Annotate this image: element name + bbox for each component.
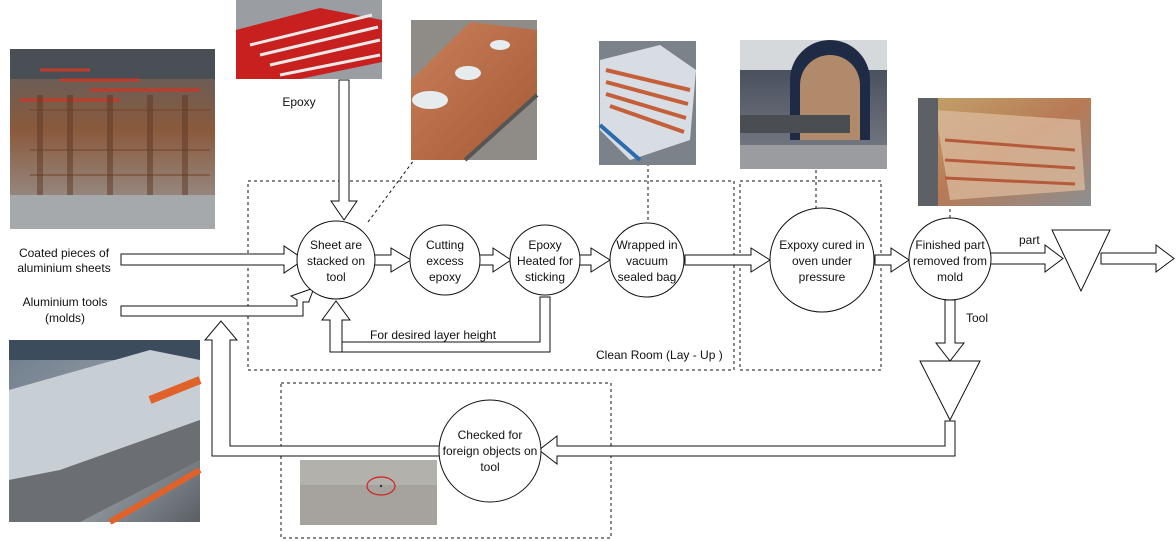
node-check-line-3: tool bbox=[480, 460, 499, 474]
node-finish-line-2: removed from bbox=[913, 254, 987, 268]
node-stack-line-2: stacked on bbox=[307, 254, 365, 268]
arrow-check-to-tools bbox=[203, 320, 442, 457]
arrow-tool-to-check bbox=[538, 420, 956, 466]
stacked-tool-photo bbox=[411, 20, 539, 162]
bagged-part-photo bbox=[598, 41, 696, 165]
arrow-finish-to-tool bbox=[934, 299, 966, 362]
arrow-cut-to-heat bbox=[478, 247, 512, 273]
arrow-sheets-to-stack bbox=[120, 245, 305, 274]
node-heat-line-3: sticking bbox=[525, 270, 565, 284]
node-check-line-1: Checked for bbox=[458, 428, 523, 442]
oven-region bbox=[739, 180, 882, 371]
node-cure: Expoxy cured in oven under pressure bbox=[769, 207, 875, 313]
node-finish: Finished part removed from mold bbox=[908, 217, 992, 301]
node-check-line-2: foreign objects on bbox=[443, 444, 538, 458]
tool-output-triangle bbox=[919, 360, 981, 422]
arrow-wrap-to-cure bbox=[684, 247, 771, 273]
node-wrap-line-1: Wrapped in bbox=[616, 238, 677, 252]
node-finish-line-3: mold bbox=[937, 270, 963, 284]
coated-sheets-label-1: Coated pieces of bbox=[19, 246, 110, 260]
part-output-triangle bbox=[1051, 229, 1111, 293]
finished-part-photo bbox=[918, 98, 1091, 206]
node-wrap: Wrapped in vacuum sealed bag bbox=[609, 222, 685, 298]
arrow-part-out bbox=[1100, 244, 1175, 273]
node-heat-line-1: Epoxy bbox=[528, 238, 561, 252]
hanging-sheets-photo bbox=[10, 49, 215, 229]
node-check: Checked for foreign objects on tool bbox=[438, 399, 542, 503]
clean-room-region bbox=[247, 180, 735, 371]
arrow-epoxy-to-stack bbox=[330, 79, 358, 221]
clean-room-label: Clean Room (Lay - Up ) bbox=[596, 348, 723, 362]
arrow-loop-back bbox=[321, 296, 551, 353]
node-stack-line-1: Sheet are bbox=[310, 238, 362, 252]
arrow-tools-to-stack bbox=[120, 287, 315, 317]
molds-photo bbox=[9, 340, 202, 525]
arrow-cure-to-finish bbox=[874, 247, 910, 273]
node-wrap-line-2: vacuum bbox=[626, 254, 668, 268]
node-cure-line-1: Expoxy cured in bbox=[779, 238, 864, 252]
node-cut-line-3: epoxy bbox=[429, 270, 461, 284]
epoxy-sheet-photo bbox=[236, 0, 382, 79]
tool-label: Tool bbox=[966, 311, 988, 325]
inspection-photo bbox=[300, 460, 437, 525]
aluminium-tools-label-1: Aluminium tools bbox=[23, 295, 108, 309]
node-wrap-line-3: sealed bag bbox=[618, 270, 677, 284]
epoxy-label: Epoxy bbox=[282, 95, 315, 109]
coated-sheets-label-2: aluminium sheets bbox=[17, 261, 110, 275]
node-heat: Epoxy Heated for sticking bbox=[509, 224, 581, 296]
node-finish-line-1: Finished part bbox=[915, 238, 985, 252]
node-cure-line-3: pressure bbox=[799, 270, 846, 284]
arrow-heat-to-wrap bbox=[578, 247, 611, 273]
node-heat-line-2: Heated for bbox=[517, 254, 573, 268]
node-cut: Cutting excess epoxy bbox=[409, 224, 481, 296]
node-stack-line-3: tool bbox=[326, 270, 345, 284]
node-cut-line-1: Cutting bbox=[426, 238, 464, 252]
arrow-finish-to-part bbox=[989, 244, 1064, 273]
node-cut-line-2: excess bbox=[426, 254, 463, 268]
node-stack: Sheet are stacked on tool bbox=[296, 220, 376, 300]
node-cure-line-2: oven under bbox=[792, 254, 852, 268]
defect-marker-icon bbox=[366, 476, 396, 496]
autoclave-photo bbox=[740, 40, 887, 169]
inspection-region bbox=[280, 382, 612, 539]
loop-label: For desired layer height bbox=[370, 328, 497, 342]
aluminium-tools-label-2: (molds) bbox=[45, 311, 85, 325]
part-label: part bbox=[1019, 233, 1040, 247]
leader-stacked-tool bbox=[367, 159, 415, 223]
